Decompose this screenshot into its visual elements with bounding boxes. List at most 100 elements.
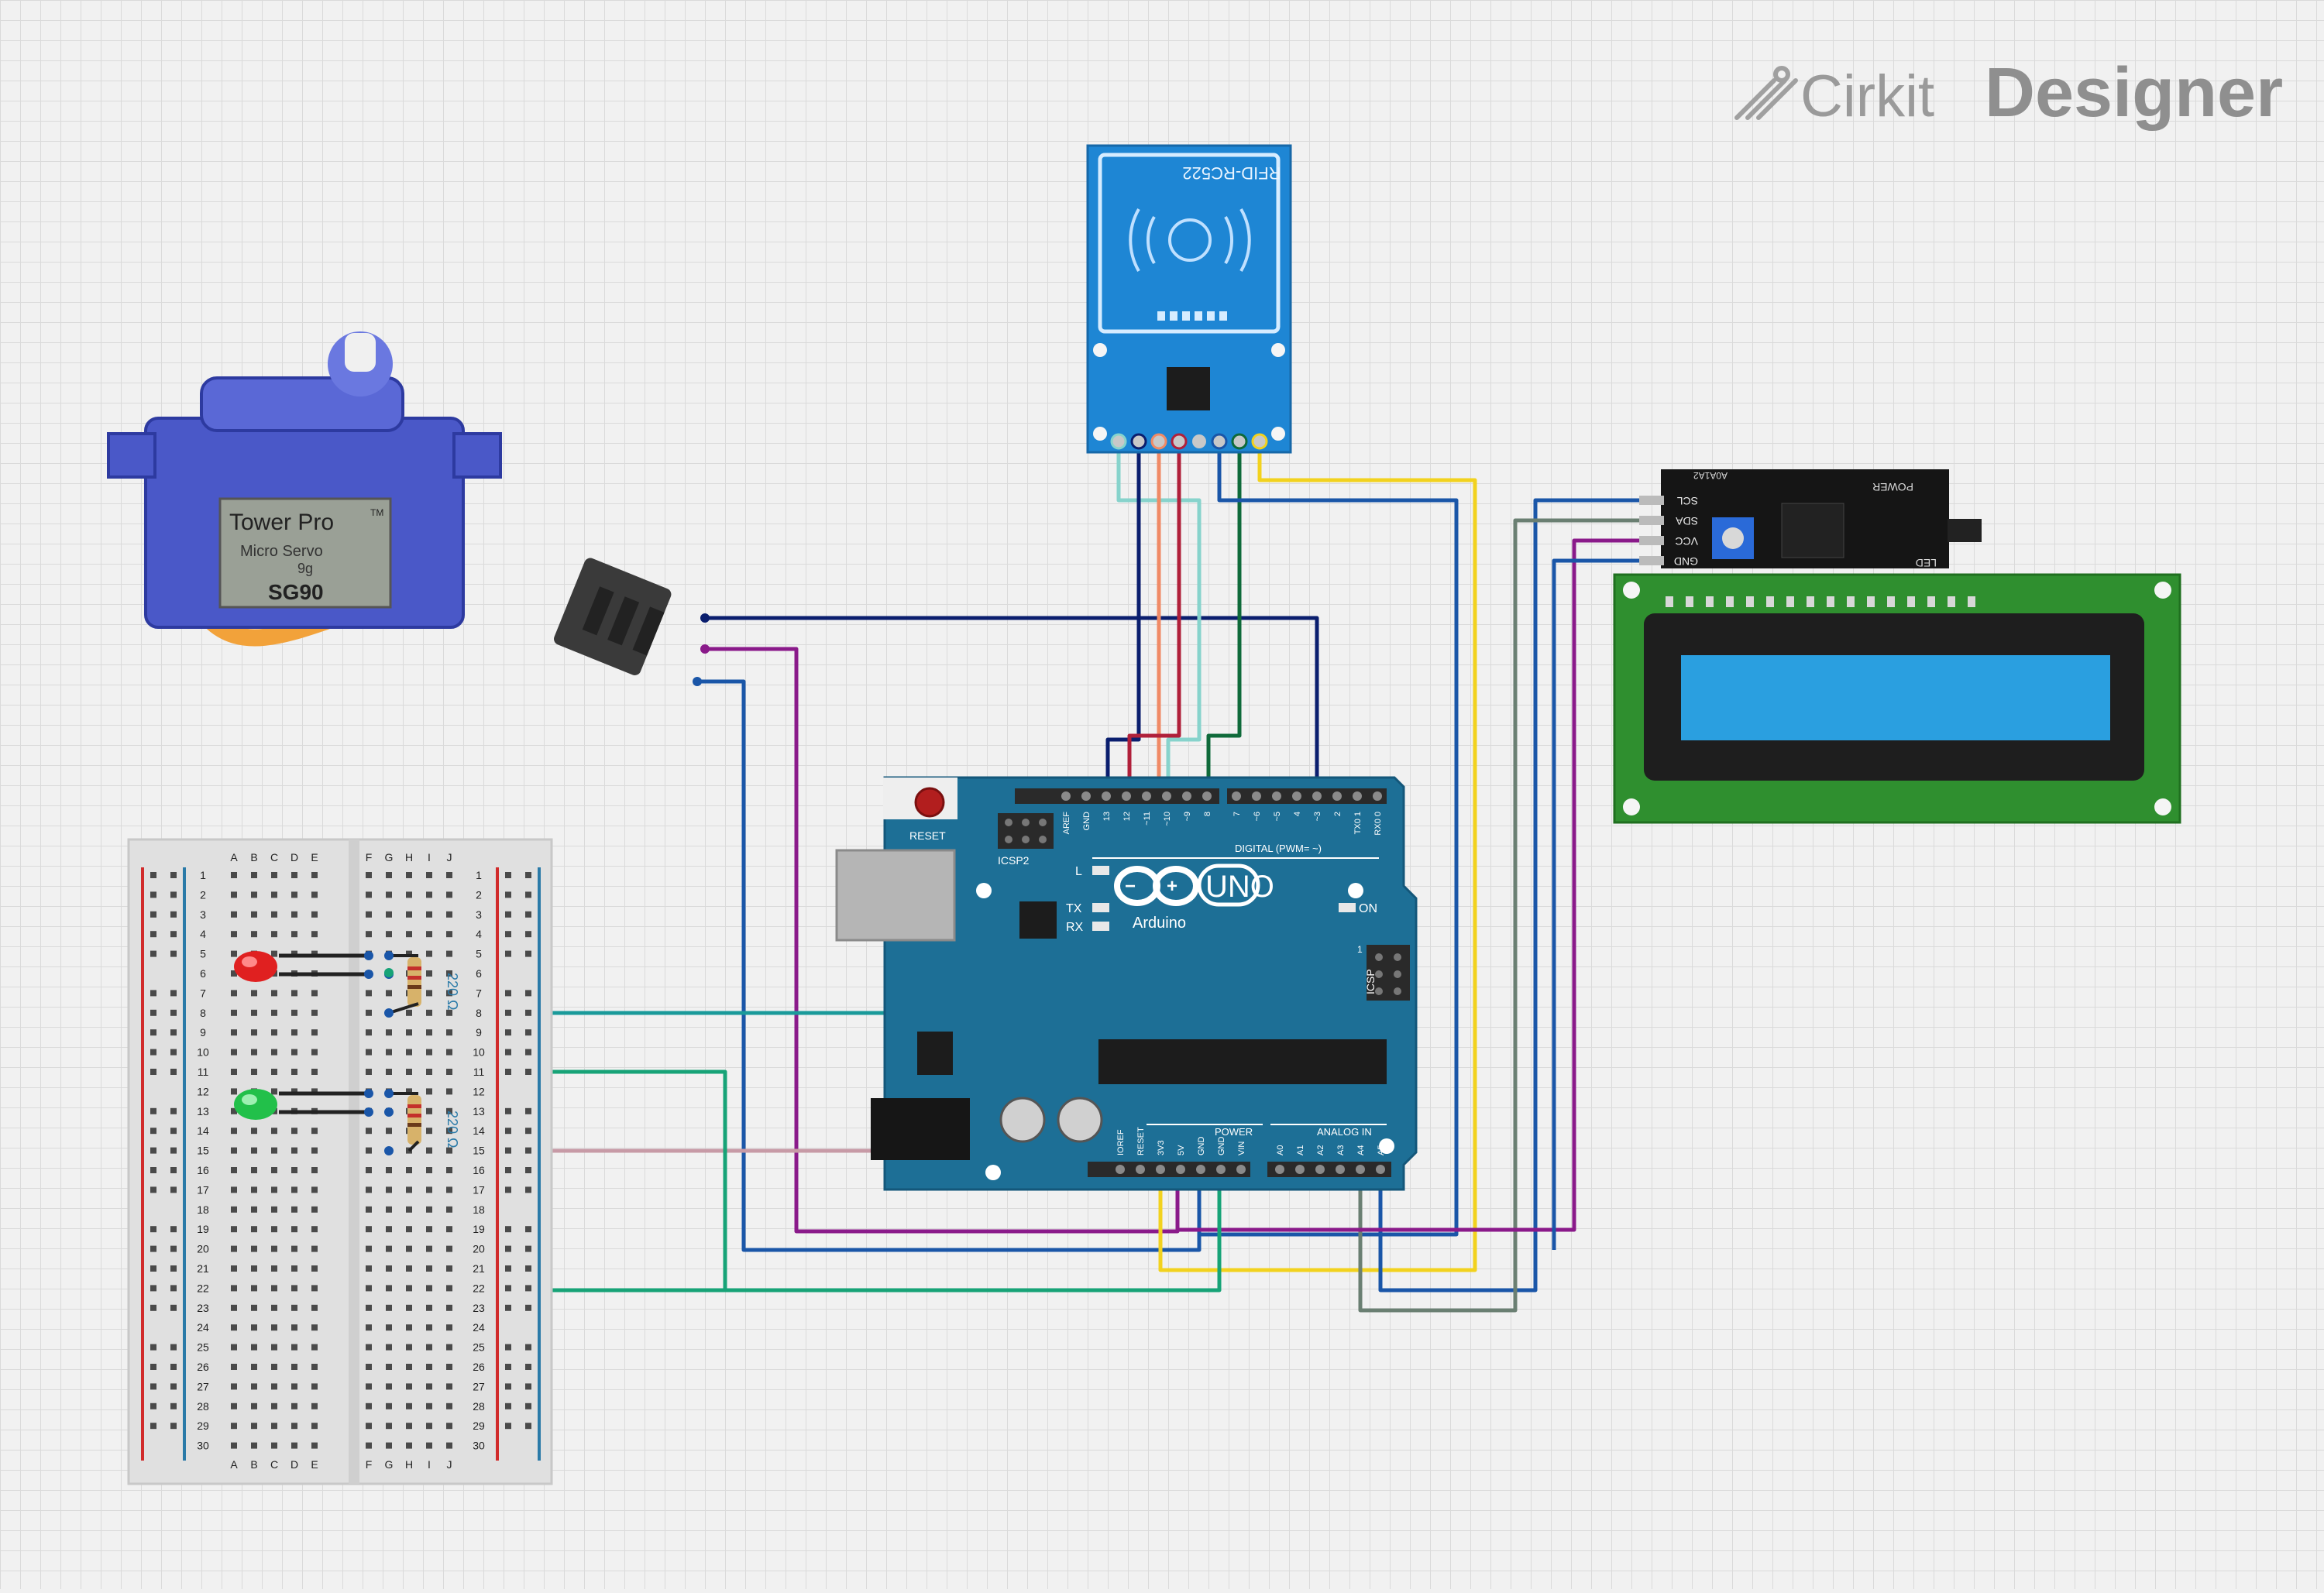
breadboard-hole[interactable] — [386, 872, 392, 878]
rfid-module[interactable]: RFID-RC522 — [1086, 144, 1292, 454]
breadboard-hole[interactable] — [291, 1344, 297, 1351]
rail-hole[interactable] — [505, 1402, 511, 1409]
breadboard-hole[interactable] — [291, 1402, 297, 1409]
rail-hole[interactable] — [525, 931, 531, 938]
servo-pin-vcc[interactable] — [700, 644, 710, 654]
breadboard-hole[interactable] — [426, 1324, 432, 1331]
breadboard-hole[interactable] — [406, 1344, 412, 1351]
rail-hole[interactable] — [150, 1147, 156, 1154]
digital-pin[interactable] — [1162, 791, 1171, 801]
power-pin[interactable] — [1156, 1165, 1165, 1174]
rail-hole[interactable] — [505, 1049, 511, 1056]
analog-pin[interactable] — [1315, 1165, 1325, 1174]
breadboard-hole[interactable] — [231, 1304, 237, 1311]
breadboard-hole[interactable] — [386, 1049, 392, 1056]
breadboard-hole[interactable] — [366, 990, 372, 997]
rail-hole[interactable] — [150, 950, 156, 957]
breadboard-hole[interactable] — [251, 1029, 257, 1036]
digital-pin[interactable] — [1353, 791, 1362, 801]
digital-pin[interactable] — [1102, 791, 1111, 801]
breadboard-hole[interactable] — [231, 1364, 237, 1370]
rail-hole[interactable] — [170, 1128, 177, 1135]
rail-hole[interactable] — [150, 891, 156, 898]
breadboard-hole[interactable] — [311, 1285, 318, 1292]
rail-hole[interactable] — [150, 1186, 156, 1193]
breadboard-hole[interactable] — [271, 1304, 277, 1311]
digital-pin[interactable] — [1373, 791, 1382, 801]
breadboard-hole[interactable] — [386, 1285, 392, 1292]
breadboard-hole[interactable] — [446, 1107, 452, 1114]
red-led[interactable] — [234, 951, 372, 982]
breadboard-hole[interactable] — [231, 1344, 237, 1351]
rail-hole[interactable] — [525, 1285, 531, 1292]
breadboard-hole[interactable] — [366, 1069, 372, 1075]
rail-hole[interactable] — [525, 1423, 531, 1430]
breadboard-hole[interactable] — [406, 1364, 412, 1370]
breadboard-hole[interactable] — [386, 1069, 392, 1075]
rail-hole[interactable] — [170, 911, 177, 918]
breadboard-hole[interactable] — [406, 1442, 412, 1449]
breadboard-hole[interactable] — [231, 1402, 237, 1409]
rail-hole[interactable] — [505, 1304, 511, 1311]
breadboard-hole[interactable] — [311, 1402, 318, 1409]
breadboard-hole[interactable] — [271, 1402, 277, 1409]
rail-hole[interactable] — [170, 1402, 177, 1409]
breadboard-hole[interactable] — [446, 1186, 452, 1193]
breadboard-hole[interactable] — [251, 872, 257, 878]
breadboard-hole[interactable] — [426, 1167, 432, 1173]
breadboard-hole[interactable] — [406, 1304, 412, 1311]
breadboard-hole[interactable] — [231, 1324, 237, 1331]
breadboard-hole[interactable] — [311, 1029, 318, 1036]
breadboard-hole[interactable] — [311, 1128, 318, 1135]
rail-hole[interactable] — [150, 1265, 156, 1272]
breadboard-hole[interactable] — [311, 1069, 318, 1075]
wire-servo-5v[interactable] — [705, 647, 1180, 1234]
rail-hole[interactable] — [170, 1304, 177, 1311]
breadboard-hole[interactable] — [386, 1423, 392, 1430]
breadboard-hole[interactable] — [446, 1423, 452, 1430]
breadboard-hole[interactable] — [291, 1423, 297, 1430]
servo-pin-gnd[interactable] — [693, 677, 702, 686]
rail-hole[interactable] — [170, 1226, 177, 1233]
breadboard-hole[interactable] — [426, 1088, 432, 1095]
breadboard-hole[interactable] — [251, 1069, 257, 1075]
breadboard-hole[interactable] — [271, 931, 277, 938]
breadboard-hole[interactable] — [386, 1226, 392, 1233]
breadboard-hole[interactable] — [406, 1069, 412, 1075]
breadboard-hole[interactable] — [231, 911, 237, 918]
breadboard-hole[interactable] — [426, 1442, 432, 1449]
breadboard-hole[interactable] — [426, 1423, 432, 1430]
breadboard-hole[interactable] — [311, 1423, 318, 1430]
breadboard-hole[interactable] — [446, 1088, 452, 1095]
lcd-display[interactable]: POWER LED A0A1A2 SCL SDA VCC GND — [1613, 469, 2181, 824]
digital-pin[interactable] — [1292, 791, 1301, 801]
breadboard-hole[interactable] — [426, 1128, 432, 1135]
breadboard-hole[interactable] — [231, 1049, 237, 1056]
servo-motor[interactable]: Tower Pro TM Micro Servo 9g SG90 — [107, 331, 710, 686]
breadboard-hole[interactable] — [271, 1009, 277, 1016]
breadboard-hole[interactable] — [426, 931, 432, 938]
breadboard-hole[interactable] — [271, 1226, 277, 1233]
power-pin[interactable] — [1236, 1165, 1246, 1174]
rail-hole[interactable] — [505, 990, 511, 997]
rail-hole[interactable] — [505, 1107, 511, 1114]
rail-hole[interactable] — [525, 1304, 531, 1311]
rail-hole[interactable] — [150, 1009, 156, 1016]
breadboard-hole[interactable] — [366, 1226, 372, 1233]
breadboard-hole[interactable] — [271, 891, 277, 898]
breadboard-hole[interactable] — [386, 1128, 392, 1135]
breadboard-hole[interactable] — [366, 1206, 372, 1213]
rail-hole[interactable] — [505, 1344, 511, 1351]
breadboard-hole[interactable] — [446, 1402, 452, 1409]
breadboard-hole[interactable] — [251, 1324, 257, 1331]
breadboard-hole[interactable] — [231, 1442, 237, 1449]
breadboard-hole[interactable] — [271, 1147, 277, 1154]
breadboard-hole[interactable] — [366, 1186, 372, 1193]
breadboard-hole[interactable] — [366, 891, 372, 898]
breadboard-hole[interactable] — [291, 872, 297, 878]
digital-pin[interactable] — [1182, 791, 1191, 801]
breadboard-hole[interactable] — [446, 1383, 452, 1390]
breadboard-hole[interactable] — [251, 1245, 257, 1252]
breadboard-hole[interactable] — [366, 872, 372, 878]
